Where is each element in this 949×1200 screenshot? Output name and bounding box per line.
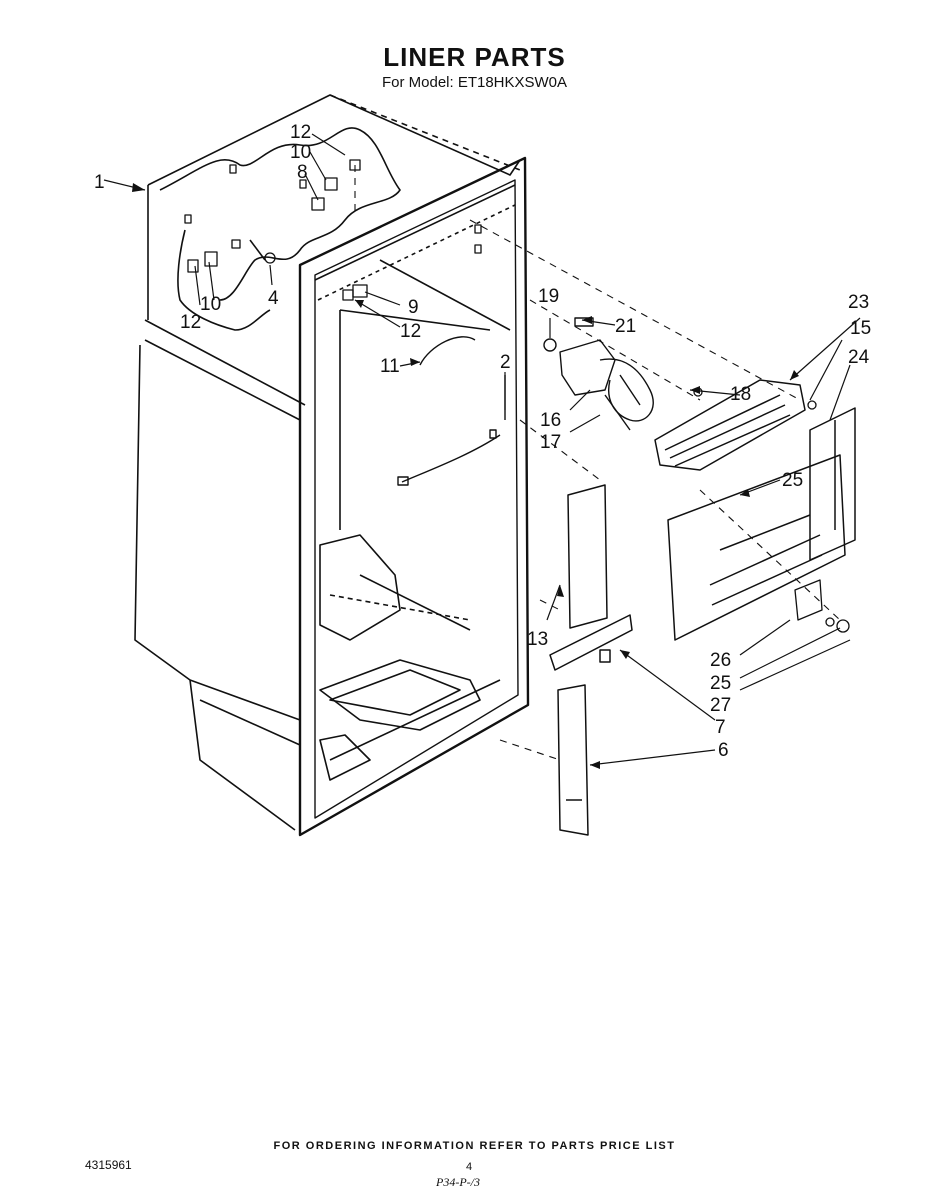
callout-19: 19 bbox=[538, 286, 559, 307]
top-clip-fittings bbox=[184, 159, 482, 301]
callout-27: 27 bbox=[710, 695, 731, 716]
ordering-note: FOR ORDERING INFORMATION REFER TO PARTS … bbox=[273, 1140, 676, 1152]
callout-labels: 1 12 10 8 10 12 4 9 12 11 2 19 21 16 17 … bbox=[94, 122, 871, 761]
callout-13: 13 bbox=[527, 629, 548, 650]
callout-12-left: 12 bbox=[180, 312, 201, 333]
page-title: LINER PARTS bbox=[383, 42, 566, 72]
callout-4: 4 bbox=[268, 288, 279, 309]
callout-23: 23 bbox=[848, 292, 869, 313]
wire-harness-drawing bbox=[397, 336, 506, 486]
callout-7: 7 bbox=[715, 717, 726, 738]
callout-17: 17 bbox=[540, 432, 561, 453]
document-number: 4315961 bbox=[85, 1158, 132, 1172]
handwritten-stamp: P34-P-/3 bbox=[436, 1175, 480, 1189]
liner-cabinet-drawing bbox=[134, 94, 530, 837]
callout-10-left: 10 bbox=[200, 294, 221, 315]
callout-2: 2 bbox=[500, 352, 511, 373]
callout-1: 1 bbox=[94, 172, 105, 193]
fan-motor-assembly-drawing bbox=[543, 317, 654, 431]
callout-8: 8 bbox=[297, 162, 308, 183]
callout-25-upper: 25 bbox=[782, 470, 803, 491]
page-number: 4 bbox=[466, 1161, 473, 1173]
callout-26: 26 bbox=[710, 650, 731, 671]
callout-10-top: 10 bbox=[290, 142, 311, 163]
callout-21: 21 bbox=[615, 316, 636, 337]
model-subtitle: For Model: ET18HKXSW0A bbox=[381, 74, 568, 91]
callout-6: 6 bbox=[718, 740, 729, 761]
evaporator-grille-drawing bbox=[654, 379, 806, 471]
callout-25-lower: 25 bbox=[710, 673, 731, 694]
callout-12-top: 12 bbox=[290, 122, 311, 143]
leader-arrowheads bbox=[132, 183, 799, 769]
callout-9: 9 bbox=[408, 297, 419, 318]
alignment-dashed-lines bbox=[354, 165, 841, 761]
callout-leaders bbox=[103, 133, 861, 766]
back-panel-drawing bbox=[667, 407, 856, 641]
callout-15: 15 bbox=[850, 318, 871, 339]
callout-16: 16 bbox=[540, 410, 561, 431]
callout-24: 24 bbox=[848, 347, 870, 368]
callout-12-mid: 12 bbox=[400, 321, 421, 342]
air-duct-pieces-drawing bbox=[549, 484, 633, 836]
callout-11: 11 bbox=[380, 356, 400, 377]
callout-18: 18 bbox=[730, 384, 751, 405]
